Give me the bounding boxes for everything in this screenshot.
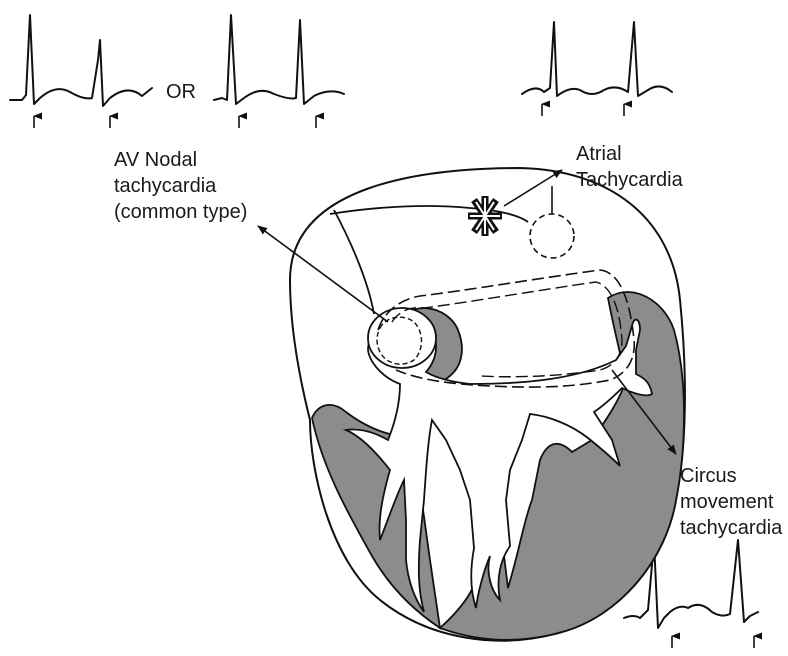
ecg-trace-atrial	[522, 22, 672, 116]
atrial-label: Atrial Tachycardia	[576, 143, 684, 191]
or-label: OR	[166, 81, 196, 103]
av-nodal-label: AV Nodal tachycardia (common type)	[114, 149, 247, 223]
ecg-trace-av-nodal-b	[214, 15, 344, 128]
atrial-label-line-2: Tachycardia	[576, 169, 684, 191]
av-nodal-label-line-1: AV Nodal	[114, 149, 197, 171]
atrial-label-line-1: Atrial	[576, 143, 622, 165]
av-nodal-label-line-2: tachycardia	[114, 175, 217, 197]
ecg-trace-av-nodal-a	[10, 15, 152, 128]
av-nodal-label-line-3: (common type)	[114, 201, 247, 223]
circus-label: Circus movement tachycardia	[680, 465, 783, 539]
circus-label-line-3: tachycardia	[680, 517, 783, 539]
circus-label-line-1: Circus	[680, 465, 737, 487]
circus-label-line-2: movement	[680, 491, 774, 513]
